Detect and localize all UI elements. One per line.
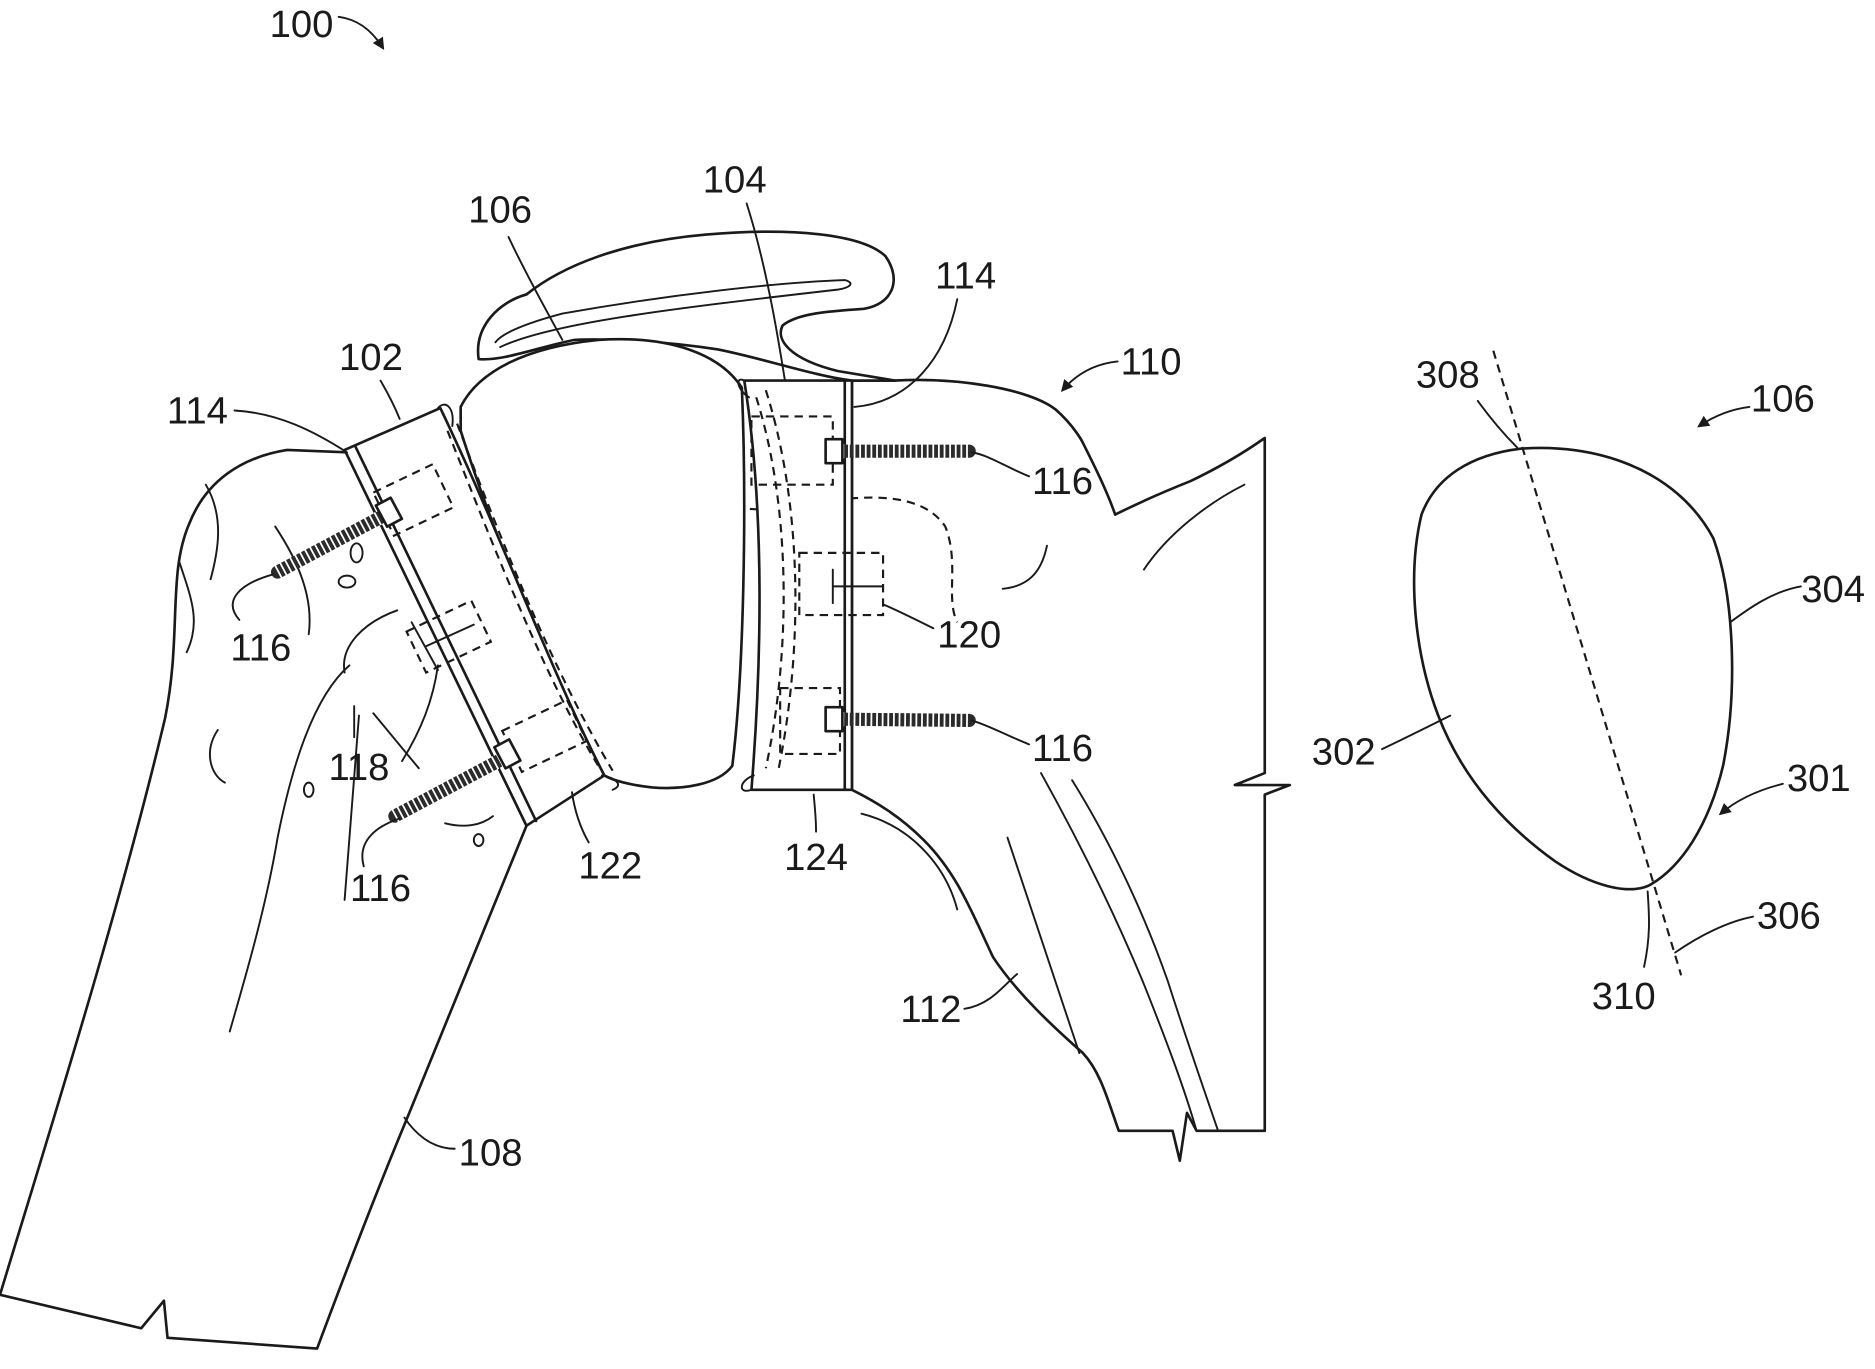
label-308: 308	[1416, 354, 1480, 397]
label-124: 124	[784, 836, 848, 879]
head-detail-outline	[1414, 448, 1732, 889]
leader-106-detail	[1699, 407, 1749, 426]
screw-head	[826, 439, 843, 463]
label-116-left-lower: 116	[350, 867, 411, 910]
label-122: 122	[578, 844, 642, 887]
label-116-right-lower: 116	[1032, 727, 1093, 770]
leader-304	[1730, 586, 1801, 622]
label-118: 118	[328, 746, 389, 789]
label-104: 104	[703, 159, 767, 202]
leader-122	[572, 792, 589, 842]
label-310: 310	[1592, 975, 1656, 1018]
leader-302	[1382, 716, 1450, 750]
leader-124	[814, 795, 816, 832]
label-106-top: 106	[468, 189, 532, 232]
label-110: 110	[1121, 341, 1182, 384]
leader-306	[1675, 917, 1753, 953]
label-112: 112	[900, 988, 961, 1031]
label-114-right: 114	[935, 254, 996, 297]
leader-100	[339, 17, 383, 48]
label-306: 306	[1757, 895, 1821, 938]
label-116-right-upper: 116	[1032, 460, 1093, 503]
screw-head	[826, 707, 843, 731]
label-106-detail: 106	[1751, 378, 1815, 421]
label-108: 108	[459, 1132, 523, 1175]
label-120: 120	[937, 613, 1001, 656]
leader-102	[381, 381, 400, 419]
leader-108	[404, 1118, 454, 1149]
leader-301	[1721, 784, 1783, 814]
label-304: 304	[1801, 568, 1865, 611]
leader-114-left	[235, 410, 347, 452]
label-114-left: 114	[167, 390, 228, 433]
head-detail-view	[1414, 351, 1732, 976]
label-116-left-upper: 116	[230, 627, 291, 670]
label-102: 102	[339, 336, 403, 379]
label-100: 100	[270, 3, 334, 46]
leader-310	[1644, 892, 1649, 967]
leader-110	[1063, 361, 1118, 390]
label-301: 301	[1787, 757, 1851, 800]
label-302: 302	[1312, 731, 1376, 774]
